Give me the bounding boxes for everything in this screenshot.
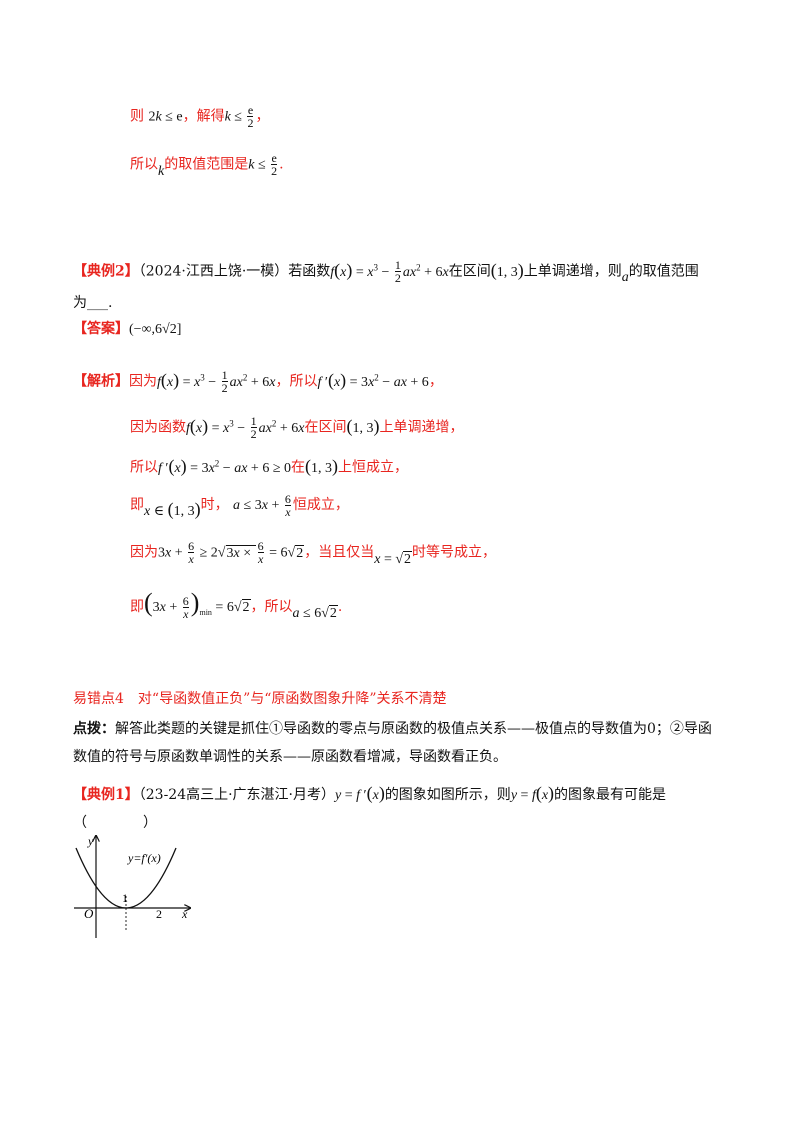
answer-value: (−∞,6√2] — [129, 322, 182, 337]
curve-label: y=f′(x) — [127, 851, 161, 865]
example-tag: 【典例2】 — [73, 263, 139, 280]
answer-line: 【答案】(−∞,6√2] — [73, 318, 181, 341]
analysis-line-3: 所以f ′(x) = 3x2 − ax + 6 ≥ 0在(1, 3)上恒成立， — [130, 455, 409, 476]
derivative-curve — [75, 847, 177, 909]
tick-1-label: 1 — [122, 891, 128, 905]
example2-question-line2: 为___. — [73, 295, 113, 311]
derivative-graph: y x O 1 2 y=f′(x) — [74, 834, 196, 938]
example-tag: 【典例1】 — [73, 787, 139, 803]
example1-question-line2: （ ） — [73, 812, 157, 834]
pitfall-title: 易错点4 对“导函数值正负”与“原函数图象升降”关系不清楚 — [73, 691, 447, 707]
analysis-tag: 【解析】 — [73, 373, 129, 390]
hint-line-1: 点拨：解答此类题的关键是抓住①导函数的零点与原函数的极值点关系——极值点的导数值… — [73, 721, 712, 737]
answer-tag: 【答案】 — [73, 321, 129, 337]
y-axis-label: y — [87, 834, 94, 848]
example1-question-line1: 【典例1】（23-24高三上·广东湛江·月考）y = f ′(x)的图象如图所示… — [73, 783, 667, 803]
tick-2-label: 2 — [156, 907, 162, 921]
answer-blank: （ ） — [73, 815, 157, 831]
x-axis-label: x — [181, 907, 188, 921]
hint-tag: 点拨： — [73, 721, 115, 737]
origin-label: O — [84, 906, 94, 921]
hint-line-2: 数值的符号与原函数单调性的关系——原函数看增减，导函数看正负。 — [73, 749, 507, 765]
